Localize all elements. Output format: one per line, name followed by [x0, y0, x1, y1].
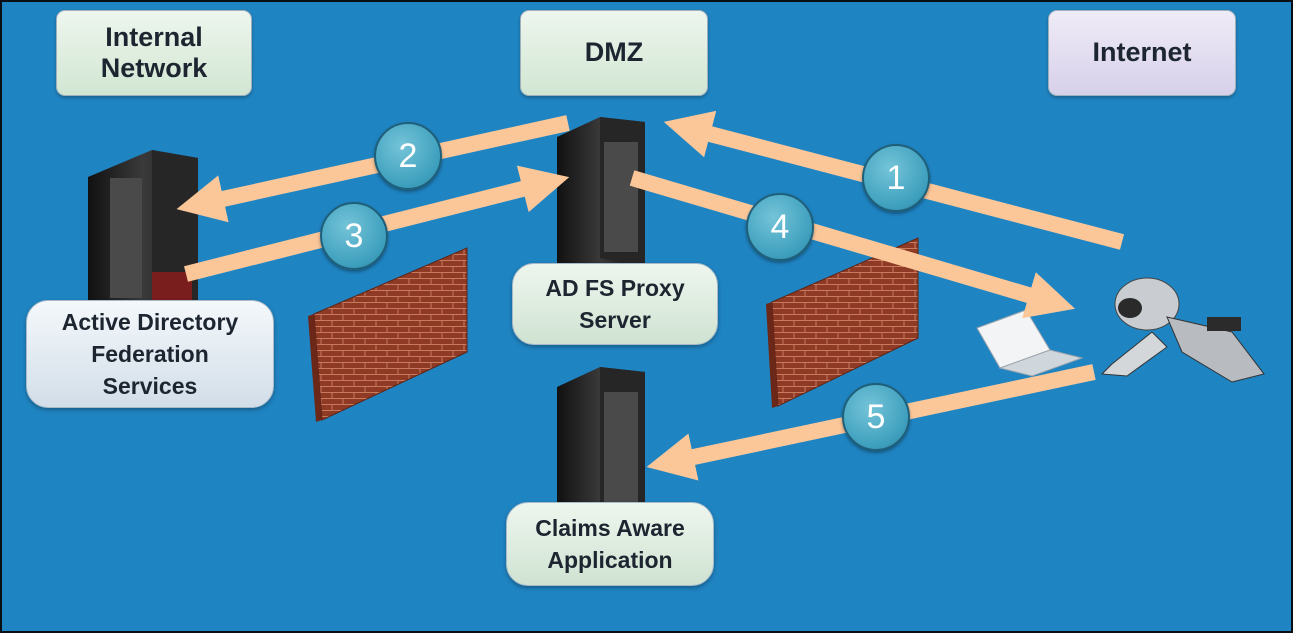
adfs-proxy-server-label: AD FS Proxy Server [512, 263, 718, 345]
step-1-badge: 1 [862, 144, 930, 212]
zone-internet: Internet [1048, 10, 1236, 96]
zone-internal-network: Internal Network [56, 10, 252, 96]
server-tower-icon [557, 367, 645, 532]
firewall-brick-wall-icon [308, 247, 468, 422]
server-tower-icon [557, 117, 645, 282]
claims-aware-application-label: Claims Aware Application [506, 502, 714, 586]
zone-dmz: DMZ [520, 10, 708, 96]
arrow-step-4 [629, 170, 1076, 319]
step-2-badge: 2 [374, 122, 442, 190]
adfs-server-label: Active Directory Federation Services [26, 300, 274, 408]
step-5-badge: 5 [842, 383, 910, 451]
robot-user-icon [1100, 277, 1265, 383]
step-3-badge: 3 [320, 202, 388, 270]
firewall-brick-wall-icon [766, 237, 919, 408]
step-4-badge: 4 [746, 193, 814, 261]
laptop-icon [976, 309, 1084, 377]
